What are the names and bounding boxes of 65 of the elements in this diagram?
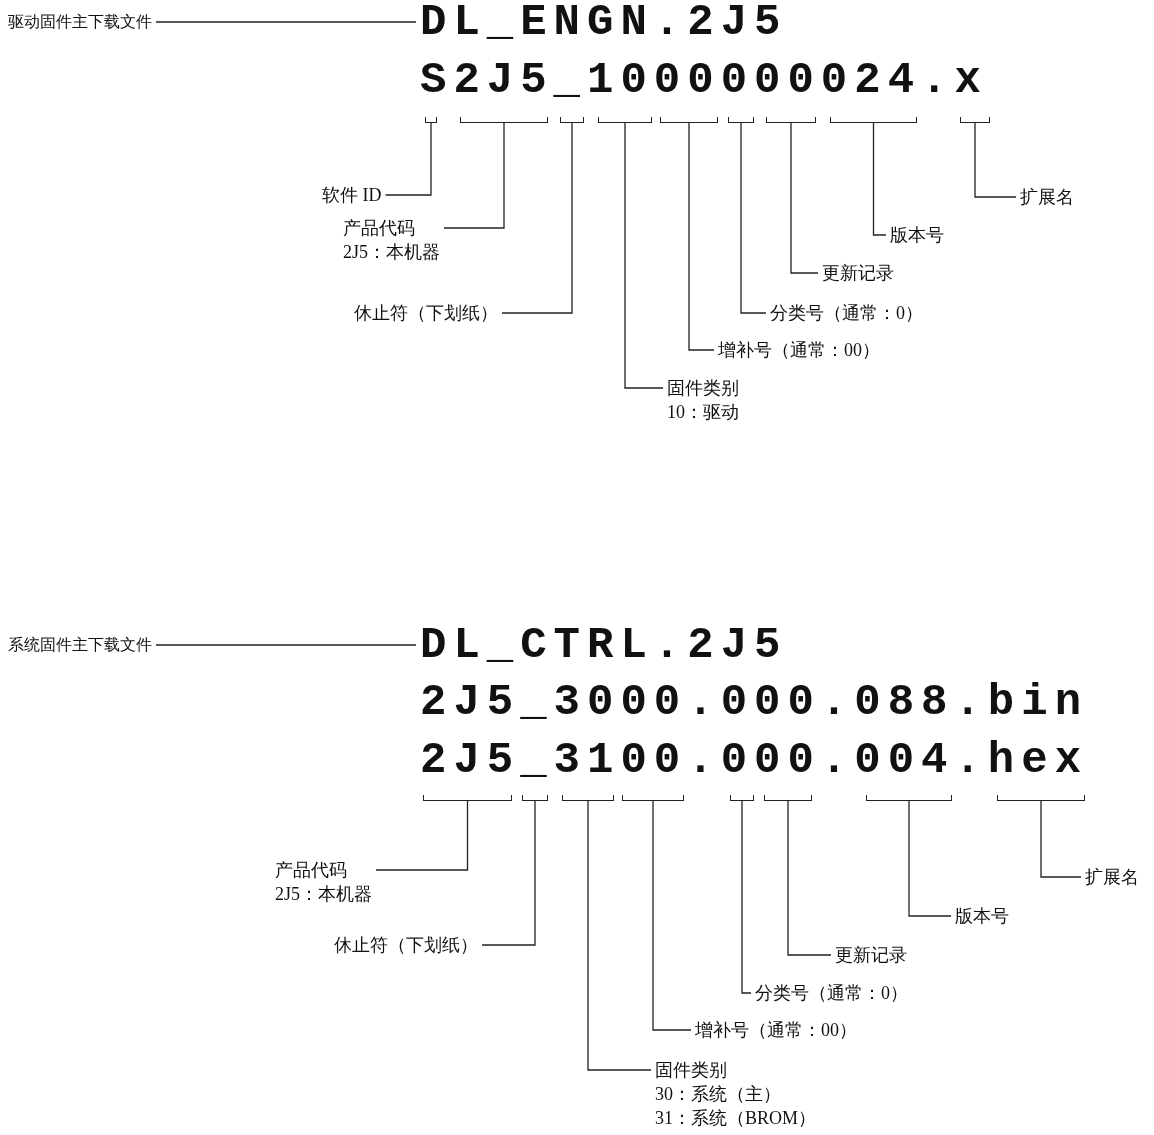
bracket — [866, 795, 952, 801]
bracket — [423, 795, 512, 801]
leader-line — [741, 800, 752, 994]
value-note: 30：系统（主） — [655, 1083, 782, 1106]
part-label: 分类号（通常：0） — [770, 301, 923, 325]
part-label: 休止符（下划纸） — [334, 933, 478, 957]
bracket — [460, 117, 548, 123]
leader-line — [652, 800, 692, 1031]
part-label: 增补号（通常：00） — [718, 338, 880, 362]
leader-line — [740, 122, 767, 314]
leader-line — [790, 122, 819, 274]
bracket — [622, 795, 684, 801]
value-note: 10：驱动 — [667, 401, 739, 424]
part-label: 分类号（通常：0） — [755, 981, 908, 1005]
bracket — [728, 117, 754, 123]
leader-line — [155, 644, 417, 646]
part-label: 产品代码 — [275, 859, 348, 882]
file-name: S2J5_1000000024.x — [420, 55, 988, 105]
file-name: 2J5_3100.000.004.hex — [420, 735, 1089, 785]
leader-line — [1040, 800, 1082, 878]
leader-line — [501, 122, 573, 314]
part-label: 扩展名 — [1085, 865, 1139, 889]
bracket — [764, 795, 812, 801]
file-name: DL_CTRL.2J5 — [420, 620, 788, 670]
leader-line — [624, 122, 664, 389]
bracket — [766, 117, 816, 123]
file-name: DL_ENGN.2J5 — [420, 0, 788, 47]
leader-line — [375, 800, 469, 871]
leader-line — [688, 122, 715, 351]
leader-line — [908, 800, 952, 917]
part-label: 版本号 — [890, 223, 944, 247]
leader-line — [587, 800, 652, 1071]
bracket — [598, 117, 652, 123]
bracket — [830, 117, 917, 123]
file-type-label: 系统固件主下载文件 — [8, 633, 152, 657]
leader-line — [872, 122, 887, 236]
part-label: 更新记录 — [822, 261, 894, 285]
file-type-label: 驱动固件主下载文件 — [8, 10, 152, 34]
part-label: 扩展名 — [1020, 185, 1074, 209]
leader-line — [155, 21, 417, 23]
leader-line — [443, 122, 505, 229]
part-label: 固件类别 — [667, 377, 739, 400]
value-note: 2J5：本机器 — [343, 241, 440, 264]
bracket — [997, 795, 1085, 801]
part-label: 软件 ID — [322, 183, 382, 207]
bracket — [562, 795, 614, 801]
leader-line — [787, 800, 832, 956]
bracket — [425, 117, 437, 123]
bracket — [522, 795, 548, 801]
value-note: 2J5：本机器 — [275, 883, 372, 906]
value-note: 31：系统（BROM） — [655, 1107, 816, 1130]
file-name: 2J5_3000.000.088.bin — [420, 677, 1089, 727]
part-label: 增补号（通常：00） — [695, 1018, 857, 1042]
bracket — [960, 117, 990, 123]
leader-line — [481, 800, 536, 946]
part-label: 更新记录 — [835, 943, 907, 967]
part-label: 产品代码 — [343, 217, 416, 240]
leader-line — [974, 122, 1017, 198]
bracket — [730, 795, 754, 801]
bracket — [660, 117, 718, 123]
part-label: 固件类别 — [655, 1059, 728, 1082]
bracket — [560, 117, 584, 123]
leader-line — [384, 122, 432, 196]
part-label: 休止符（下划纸） — [354, 301, 498, 325]
part-label: 版本号 — [955, 904, 1009, 928]
